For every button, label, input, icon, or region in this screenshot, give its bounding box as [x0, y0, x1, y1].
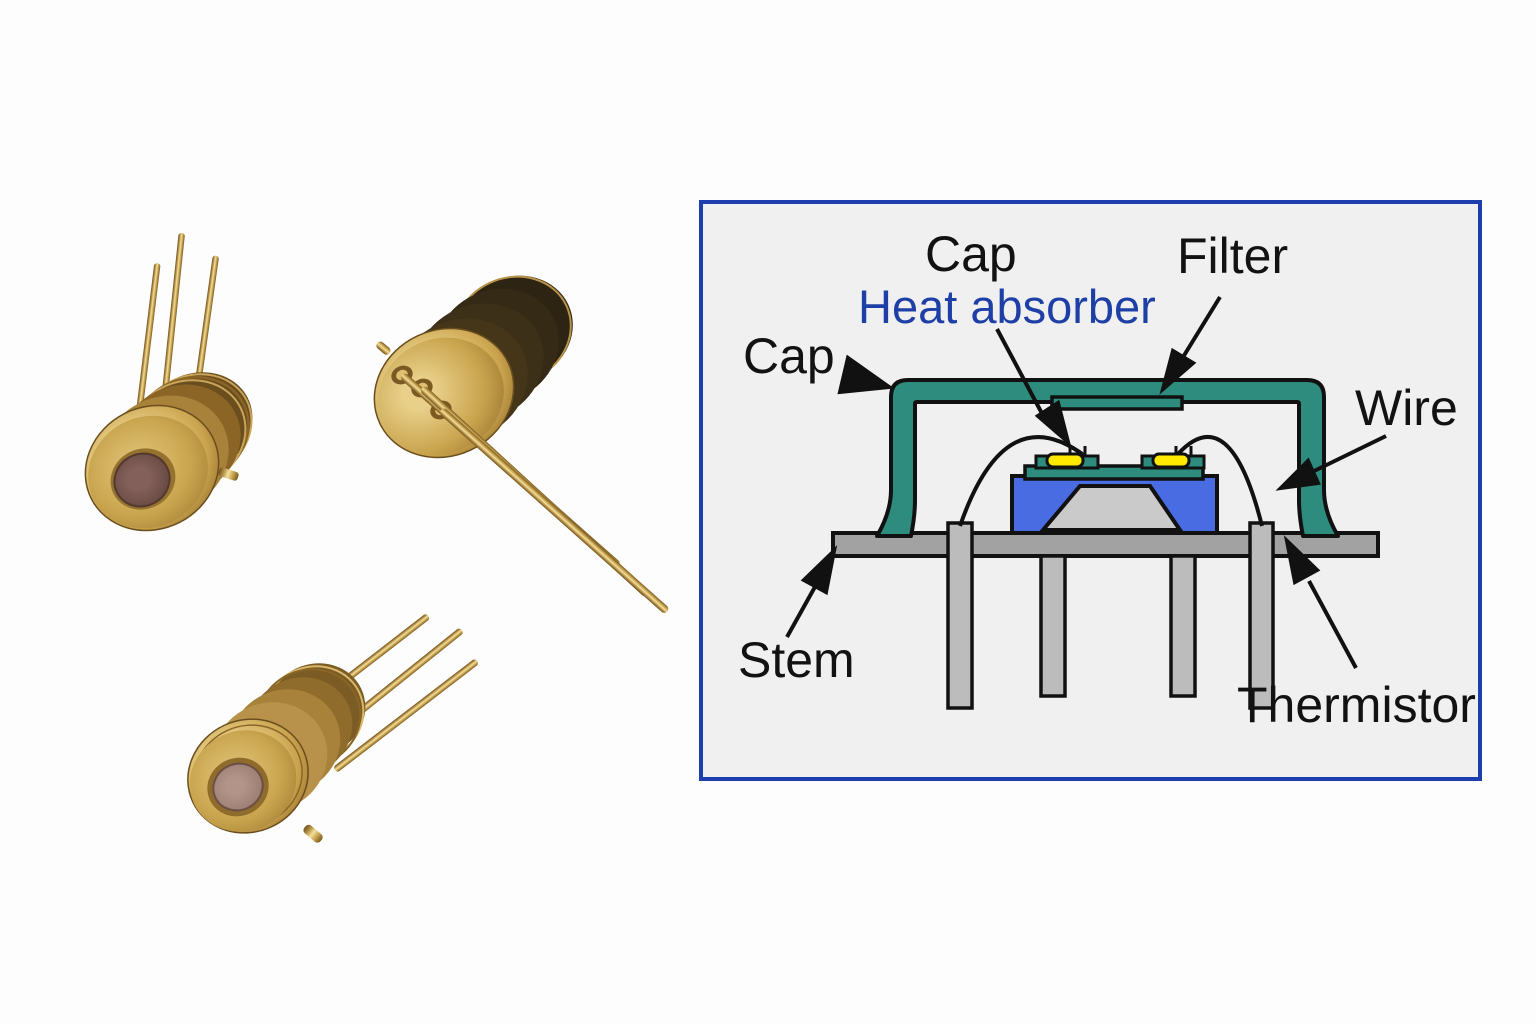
thermistor-arrowhead [1283, 535, 1321, 586]
gold-pin [439, 408, 669, 613]
label-thermistor: Thermistor [1237, 677, 1476, 733]
sensing-element-left [1034, 446, 1100, 470]
ir-sensor-middle-right [373, 275, 669, 613]
ir-sensor-bottom [187, 614, 478, 843]
wire-arrowhead [1275, 457, 1321, 491]
wire-arrow-line [1309, 434, 1387, 475]
label-cap-left: Cap [743, 328, 835, 384]
index-tab [303, 824, 323, 843]
lead-pin-through [946, 521, 974, 710]
cap-arrowhead [837, 354, 895, 395]
product-photo [84, 233, 669, 843]
thermistor-arrow-line [1307, 580, 1358, 669]
bond-wire-right [1176, 435, 1264, 527]
gold-pin [159, 233, 185, 423]
stem-arrowhead [800, 545, 838, 596]
diagram-drawing [785, 295, 1387, 710]
lead-pin [1169, 554, 1197, 698]
sensor-cross-section-diagram: Cap Heat absorber Filter Cap Wire Stem T… [699, 200, 1482, 781]
lead-pin [1039, 554, 1067, 698]
label-filter: Filter [1177, 228, 1289, 284]
filter-arrow-line [1178, 295, 1222, 364]
sensor-b-can [373, 275, 573, 459]
bond-wire-left [958, 435, 1087, 527]
membrane-cavity [1038, 484, 1184, 532]
gold-pin [134, 263, 161, 431]
ir-window [212, 762, 264, 812]
label-heat-absorber: Heat absorber [858, 280, 1156, 333]
heat-absorber-arrowhead [1034, 399, 1072, 448]
index-tab [376, 341, 391, 355]
sensor-b-pins [401, 373, 669, 613]
sensor-a-can [84, 372, 253, 532]
absorber-pad [1045, 452, 1085, 469]
absorber-pad [1151, 452, 1191, 469]
label-wire: Wire [1355, 380, 1458, 436]
stem-arrow-line [785, 584, 818, 638]
gold-pin [334, 659, 478, 772]
filter-plate [1050, 395, 1184, 411]
sensor-c-can [187, 663, 366, 843]
annotation-arrows [785, 295, 1387, 669]
index-tab [218, 467, 239, 481]
heat-absorber-arrow-line [995, 328, 1048, 422]
label-stem: Stem [738, 632, 855, 688]
sensing-element-right [1140, 446, 1206, 470]
can-base [378, 337, 504, 455]
ir-sensor-top-left [84, 233, 253, 532]
filter-arrowhead [1159, 347, 1197, 395]
ir-window [113, 452, 171, 508]
label-cap-top: Cap [925, 226, 1017, 282]
